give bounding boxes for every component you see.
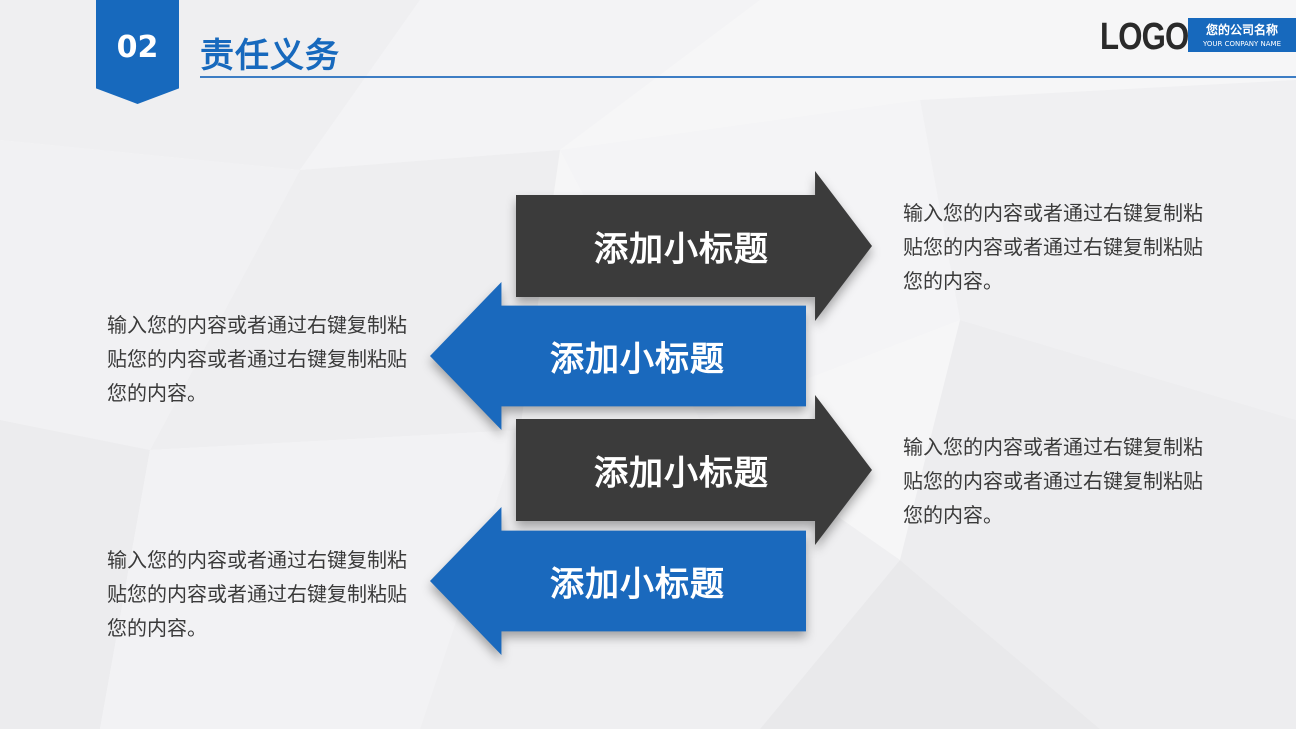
description-text-4: 输入您的内容或者通过右键复制粘贴您的内容或者通过右键复制粘贴您的内容。 — [107, 548, 407, 640]
arrow-right-shape — [516, 171, 872, 321]
logo-text: LOGO — [1100, 16, 1189, 58]
company-name-box: 您的公司名称 YOUR CONPANY NAME — [1188, 18, 1296, 52]
arrow-label: 添加小标题 — [550, 564, 725, 605]
arrow-label: 添加小标题 — [594, 453, 769, 494]
company-name-en: YOUR CONPANY NAME — [1202, 40, 1282, 48]
arrow-left-shape — [430, 282, 806, 430]
company-name: 您的公司名称 — [1205, 23, 1278, 37]
arrow-left-shape — [430, 507, 806, 655]
page-title: 责任义务 — [200, 36, 340, 76]
arrow-label: 添加小标题 — [550, 339, 725, 380]
section-number-badge: 02 — [96, 0, 179, 104]
arrow-left-4[interactable]: 添加小标题 — [430, 507, 806, 655]
arrow-left-2[interactable]: 添加小标题 — [430, 282, 806, 430]
description-text-1: 输入您的内容或者通过右键复制粘贴您的内容或者通过右键复制粘贴您的内容。 — [903, 201, 1203, 293]
arrow-right-shape — [516, 395, 872, 545]
arrow-label: 添加小标题 — [594, 229, 769, 270]
arrow-right-1[interactable]: 添加小标题 — [516, 171, 872, 321]
arrow-right-3[interactable]: 添加小标题 — [516, 395, 872, 545]
description-text-2: 输入您的内容或者通过右键复制粘贴您的内容或者通过右键复制粘贴您的内容。 — [107, 313, 407, 405]
title-underline — [200, 76, 1296, 78]
description-text-3: 输入您的内容或者通过右键复制粘贴您的内容或者通过右键复制粘贴您的内容。 — [903, 435, 1203, 527]
section-number: 02 — [116, 30, 159, 65]
